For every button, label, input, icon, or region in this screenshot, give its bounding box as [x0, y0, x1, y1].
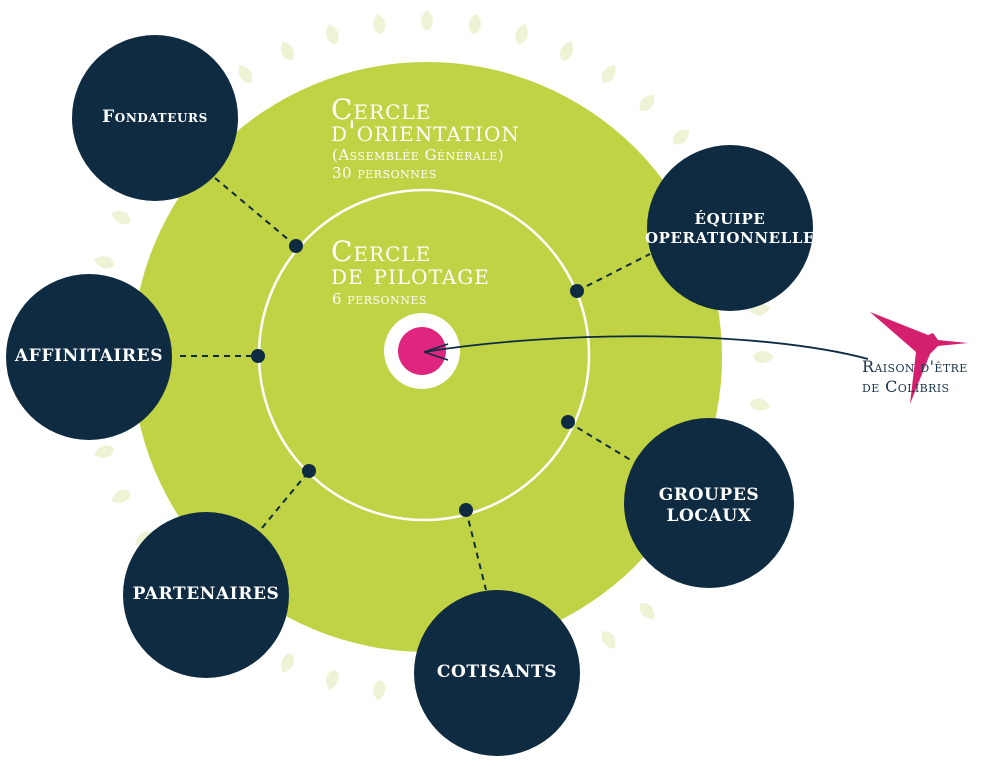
inner-title-line2: de pilotage	[331, 258, 490, 291]
connector-dots	[251, 239, 584, 517]
label-equipe-operationnelle: ÉQUIPE OPERATIONNELLE	[645, 207, 815, 251]
node-groupes-locaux	[624, 418, 794, 588]
node-cotisants	[414, 590, 580, 756]
petal	[753, 351, 774, 363]
petal	[326, 24, 339, 45]
center-pink-dot	[398, 327, 446, 375]
connector-partenaires	[261, 470, 310, 529]
dot-groupes-locaux	[561, 415, 575, 429]
label-partenaires-text: PARTENAIRES	[132, 584, 280, 605]
node-equipe-operationnelle	[647, 145, 813, 311]
connector-cotisants	[465, 509, 487, 591]
label-groupes-line2: LOCAUX	[666, 506, 752, 526]
petal	[373, 13, 386, 35]
dot-cotisants	[459, 503, 473, 517]
petal	[560, 41, 573, 61]
label-affinitaires-text: AFFINITAIRES	[14, 346, 164, 367]
outer-subtitle: (Assemblée Générale)	[332, 146, 505, 164]
petal	[672, 129, 690, 145]
petal	[601, 631, 616, 649]
petal	[421, 10, 433, 31]
node-fondateurs	[72, 35, 238, 201]
label-cotisants-text: COTISANTS	[436, 662, 558, 683]
connector-equipe	[576, 253, 651, 292]
hummingbird-icon	[870, 312, 968, 404]
petal	[749, 398, 771, 411]
dot-equipe	[570, 284, 584, 298]
node-partenaires	[123, 512, 289, 678]
petal	[281, 41, 294, 61]
petal	[326, 669, 339, 690]
label-cotisants: COTISANTS	[414, 658, 580, 688]
connector-fondateurs	[214, 177, 297, 247]
petal	[111, 211, 131, 224]
label-groupes-locaux: GROUPES LOCAUX	[626, 484, 792, 528]
label-equipe-line2: OPERATIONNELLE	[644, 229, 816, 247]
outer-count: 30 personnes	[332, 164, 437, 182]
petal	[515, 24, 528, 45]
label-groupes-line1: GROUPES	[658, 484, 760, 505]
label-affinitaires: AFFINITAIRES	[6, 342, 172, 372]
outer-title-line1: Cercle	[331, 93, 432, 126]
label-equipe-line1: ÉQUIPE	[694, 210, 766, 229]
raison-label: Raison d'être de Colibris	[862, 357, 968, 397]
raison-line1: Raison d'être	[862, 357, 968, 376]
petal	[468, 13, 481, 35]
inner-title-line1: Cercle	[331, 235, 432, 268]
petal	[94, 256, 115, 269]
connector-lines	[180, 177, 651, 591]
dot-affinitaires	[251, 349, 265, 363]
petal	[639, 94, 655, 112]
stakeholder-nodes	[6, 35, 813, 756]
petal	[111, 490, 131, 503]
inner-count: 6 personnes	[332, 290, 427, 308]
petal	[238, 65, 253, 83]
petal	[281, 653, 294, 673]
label-fondateurs-text: Fondateurs	[102, 107, 208, 128]
petal	[94, 445, 115, 458]
label-fondateurs: Fondateurs	[72, 103, 238, 133]
raison-arrow-head	[423, 343, 449, 361]
dot-fondateurs	[289, 239, 303, 253]
node-affinitaires	[6, 274, 172, 440]
connector-groupes-locaux	[567, 421, 635, 463]
petal	[373, 679, 386, 701]
raison-arrow-line	[423, 335, 869, 360]
petal	[639, 602, 655, 620]
label-partenaires: PARTENAIRES	[123, 580, 289, 610]
dot-partenaires	[302, 464, 316, 478]
outer-title-line2: d'orientation	[331, 115, 520, 148]
raison-line2: de Colibris	[862, 377, 950, 396]
petal	[601, 65, 616, 83]
